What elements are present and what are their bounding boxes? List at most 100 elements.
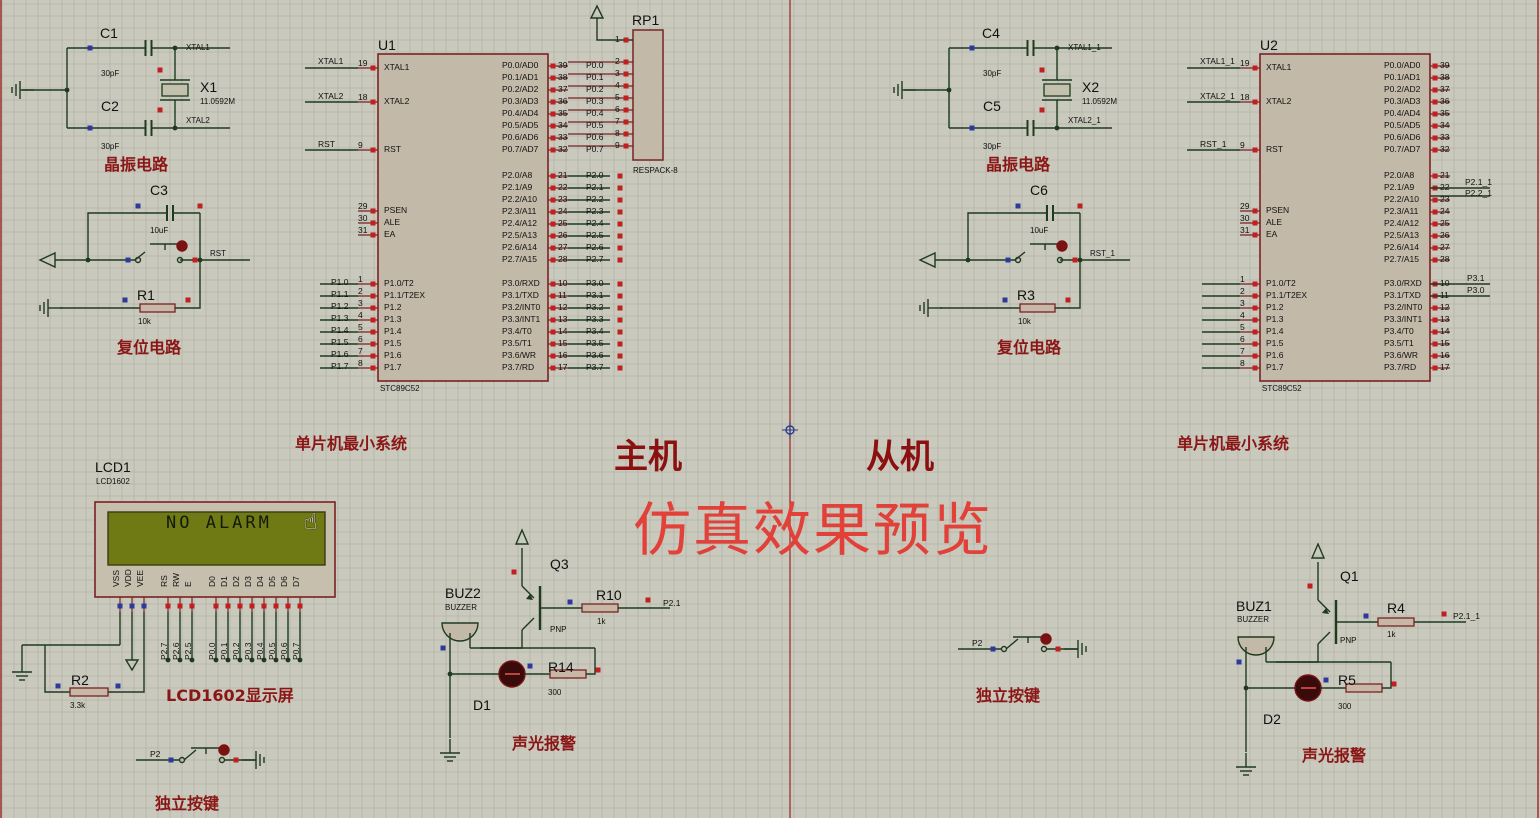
capacitor-ref: C2 (101, 98, 119, 114)
pin-marker (623, 71, 629, 77)
pin-marker (1252, 147, 1258, 153)
junction-dot (249, 657, 255, 663)
alarm1-sound-light-alarm[interactable] (440, 528, 670, 762)
pin-name: PSEN (384, 205, 408, 215)
pin-name: P1.7 (1266, 362, 1284, 372)
pin-name: P1.6 (1266, 350, 1284, 360)
pin-name: P1.2 (1266, 302, 1284, 312)
lcd-ref: LCD1 (95, 459, 131, 475)
pin-number: 16 (558, 350, 568, 360)
osc2-crystal-circuit[interactable] (893, 40, 1112, 136)
pin-name: XTAL2 (384, 96, 410, 106)
resistor-pack-rp1[interactable] (568, 4, 664, 161)
pin-name: XTAL1 (1266, 62, 1292, 72)
pin-marker (550, 197, 556, 203)
pin-number: 28 (1440, 254, 1450, 264)
pin-number: 25 (558, 218, 568, 228)
pin-name: P3.5/T1 (502, 338, 532, 348)
net-label: P0.7 (291, 642, 301, 661)
crystal-value: 11.0592M (200, 97, 235, 106)
lcd-pin-label: VDD (123, 569, 133, 587)
pin-marker (370, 365, 376, 371)
net-label: P0.6 (586, 132, 604, 142)
resistor-ref: R3 (1017, 287, 1035, 303)
pin-name: XTAL2 (1266, 96, 1292, 106)
lcd-pin-label: D1 (219, 576, 229, 587)
pin-number: 4 (358, 310, 363, 320)
origin-marker (782, 422, 798, 438)
lcd-pin-label: D2 (231, 576, 241, 587)
pin-marker (1055, 646, 1061, 652)
pin-marker (550, 111, 556, 117)
pin-marker (1252, 305, 1258, 311)
pin-number: 34 (1440, 120, 1450, 130)
pin-marker (168, 757, 174, 763)
pin-marker (550, 305, 556, 311)
pin-number: 26 (1440, 230, 1450, 240)
pin-marker (617, 305, 623, 311)
pin-marker (125, 257, 131, 263)
pin-marker (1432, 353, 1438, 359)
net-label: P0.4 (586, 108, 604, 118)
junction-dot (64, 87, 70, 93)
pin-number: 17 (558, 362, 568, 372)
mcu2-microcontroller[interactable] (1187, 53, 1450, 382)
transistor-type: PNP (1340, 636, 1357, 645)
pin-marker (617, 341, 623, 347)
pin-name: P3.2/INT0 (1384, 302, 1423, 312)
pin-name: P0.5/AD5 (502, 120, 539, 130)
pin-number: 15 (1440, 338, 1450, 348)
pin-marker (225, 603, 231, 609)
junction-dot (1054, 45, 1060, 51)
pin-marker (550, 233, 556, 239)
key1-push-button[interactable] (136, 744, 265, 769)
mcu1-microcontroller[interactable] (305, 53, 568, 382)
pin-marker (550, 123, 556, 129)
lcd1602-module[interactable] (12, 501, 336, 697)
net-label: P3.1 (1467, 273, 1485, 283)
pin-marker (1015, 203, 1021, 209)
pin-number: 24 (558, 206, 568, 216)
pin-marker (1432, 99, 1438, 105)
lcd-display-text: NO ALARM (166, 513, 272, 533)
mcu-part-number: STC89C52 (380, 384, 420, 393)
lcd-pin-label: VSS (111, 569, 121, 587)
pin-marker (550, 245, 556, 251)
pin-name: P1.0/T2 (384, 278, 414, 288)
net-label: P3.5 (586, 338, 604, 348)
pin-number: 29 (358, 201, 368, 211)
pin-marker (550, 281, 556, 287)
net-label: P1.5 (331, 337, 349, 347)
key2-push-button[interactable] (958, 633, 1087, 658)
pin-number: 39 (1440, 60, 1450, 70)
rst1-reset-circuit[interactable] (38, 203, 250, 318)
pin-number: 18 (358, 92, 368, 102)
alarm2-sound-light-alarm[interactable] (1236, 542, 1466, 776)
net-label: P2 (972, 638, 983, 648)
pin-name: P1.0/T2 (1266, 278, 1296, 288)
rst2-reset-circuit[interactable] (918, 203, 1130, 318)
capacitor-ref: C5 (983, 98, 1001, 114)
osc1-crystal-circuit[interactable] (11, 40, 230, 136)
pin-name: P0.4/AD4 (1384, 108, 1421, 118)
transistor-ref: Q1 (1340, 568, 1359, 584)
pin-marker (617, 221, 623, 227)
pin-marker (1005, 257, 1011, 263)
pin-marker (370, 305, 376, 311)
pin-number: 21 (1440, 170, 1450, 180)
pin-marker (135, 203, 141, 209)
pin-number: 1 (1240, 274, 1245, 284)
capacitor-value: 30pF (983, 69, 1002, 78)
pin-number: 23 (1440, 194, 1450, 204)
pin-name: P0.6/AD6 (502, 132, 539, 142)
pin-marker (1432, 365, 1438, 371)
pin-number: 32 (558, 144, 568, 154)
pin-number: 39 (558, 60, 568, 70)
pin-marker (511, 569, 517, 575)
pin-marker (297, 603, 303, 609)
pin-name: P1.4 (384, 326, 402, 336)
net-label: P3.1 (586, 290, 604, 300)
